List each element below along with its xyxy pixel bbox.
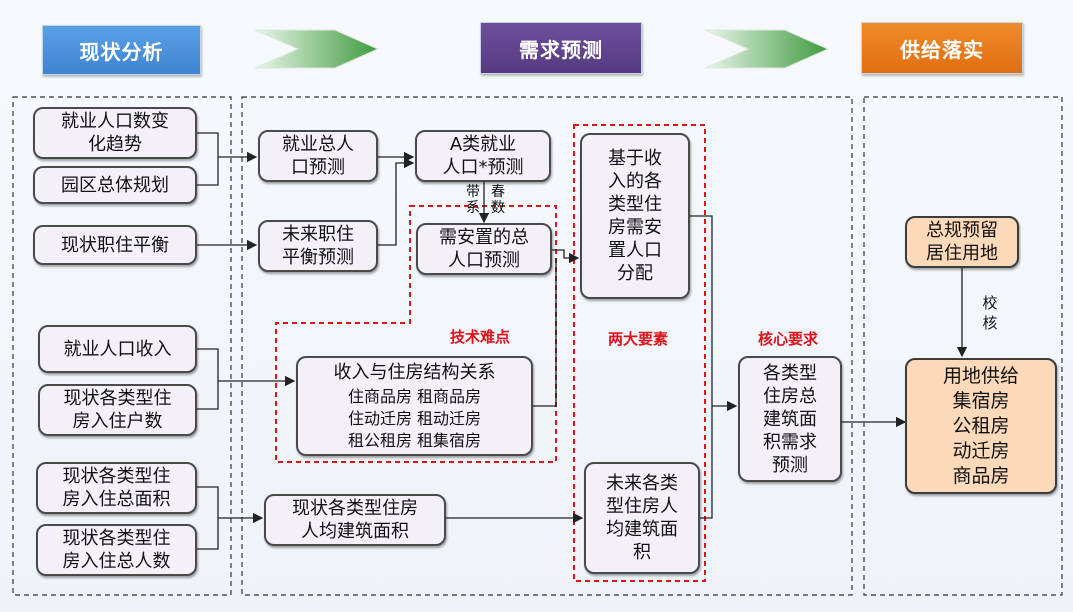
phase-supply-header: 供给落实 [861,22,1023,74]
chevron-right-icon [254,29,380,69]
resettle-forecast-box: 需安置的总 人口预测 [416,223,552,275]
land-supply-box: 用地供给 集宿房 公租房 动迁房 商品房 [905,358,1057,494]
income-relation-line-3: 租公租房 租集宿房 [347,431,482,450]
multiplier-label-right: 春 数 [491,184,505,216]
tech-difficulty-label: 技术难点 [449,328,510,346]
park-plan-box: 园区总体规划 [33,166,197,204]
total-people-box: 现状各类型住 房入住总人数 [36,524,197,576]
employment-income-box: 就业人口收入 [38,325,197,373]
total-area-box: 现状各类型住 房入住总面积 [36,462,197,514]
future-per-capita-box: 未来各类 型住房人 均建筑面 积 [584,462,700,574]
income-based-distribution-box: 基于收 入的各 类型住 房需安 置人口 分配 [580,133,690,299]
income-relation-line-1: 住商品房 租商品房 [347,387,482,406]
connector [690,215,713,519]
connector [197,348,219,410]
tech-difficulty-region [275,205,557,463]
income-housing-relation-box: 收入与住房结构关系 住商品房 租商品房 住动迁房 租动迁房 租公租房 租集宿房 [296,356,533,456]
phase-demand-header: 需求预测 [480,22,642,74]
employment-change-box: 就业人口数变 化趋势 [33,107,197,159]
class-a-forecast-box: A类就业 人口*预测 [415,130,551,182]
panel-supply [863,96,1063,596]
connector [197,132,219,186]
phase-current-header: 现状分析 [42,25,201,75]
connector [197,486,219,550]
connector [533,258,557,407]
core-requirement-label: 核心要求 [757,330,818,348]
verify-label: 校 核 [982,294,998,332]
connector [378,157,415,246]
total-employment-forecast-box: 就业总人 口预测 [258,130,378,182]
two-elements-region [573,124,706,582]
income-relation-line-2: 住动迁房 租动迁房 [347,409,482,428]
panel-current [12,96,232,596]
reserved-land-box: 总规预留 居住用地 [905,216,1019,268]
households-box: 现状各类型住 房入住户数 [38,384,197,436]
panel-demand [241,96,853,596]
chevron-right-icon [704,29,830,69]
future-job-housing-box: 未来职住 平衡预测 [258,220,378,272]
two-elements-label: 两大要素 [607,330,668,348]
per-capita-area-box: 现状各类型住房 人均建筑面积 [264,494,446,546]
multiplier-label-left: 带 系 [466,184,480,216]
connector [552,249,580,264]
job-housing-box: 现状职住平衡 [33,225,197,265]
total-demand-forecast-box: 各类型 住房总 建筑面 积需求 预测 [738,356,842,482]
income-relation-title: 收入与住房结构关系 [333,362,496,383]
